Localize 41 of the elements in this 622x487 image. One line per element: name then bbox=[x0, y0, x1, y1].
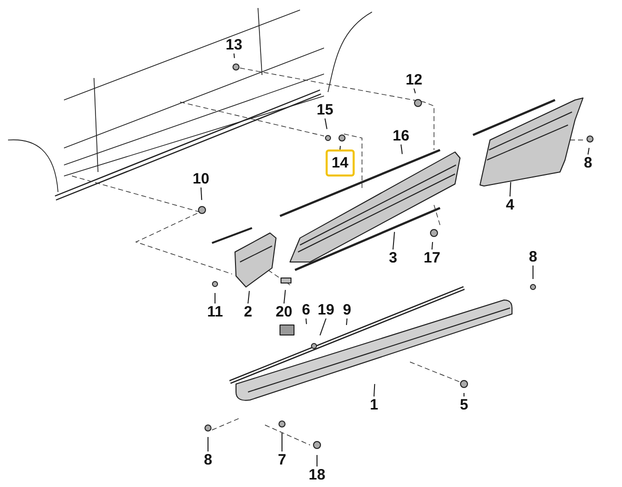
leader-line bbox=[414, 88, 416, 94]
leader-line bbox=[234, 53, 235, 59]
leader-line bbox=[346, 318, 348, 326]
leader-line bbox=[248, 290, 250, 304]
callout-number: 13 bbox=[224, 36, 244, 54]
leader-line bbox=[324, 118, 328, 130]
callout-number: 8 bbox=[528, 248, 538, 266]
highlighted-callout-number: 14 bbox=[326, 150, 354, 176]
leader-line bbox=[340, 145, 341, 150]
callout-number: 12 bbox=[404, 72, 424, 88]
callout-number: 8 bbox=[202, 452, 214, 468]
leader-line bbox=[374, 384, 376, 397]
leader-line bbox=[400, 144, 403, 155]
callout-number: 10 bbox=[192, 170, 210, 188]
callout-number: 18 bbox=[308, 466, 326, 484]
callout-number: 6 bbox=[300, 302, 312, 318]
leader-line bbox=[316, 454, 318, 467]
leader-line bbox=[510, 182, 512, 197]
callout-number: 9 bbox=[342, 302, 352, 318]
callout-number: 5 bbox=[458, 396, 470, 414]
leader-line bbox=[320, 318, 326, 336]
leader-line bbox=[532, 265, 534, 280]
leader-line bbox=[200, 187, 202, 200]
callout-number: 11 bbox=[206, 304, 224, 320]
callout-number: 20 bbox=[274, 304, 294, 320]
callout-number: 4 bbox=[504, 196, 516, 214]
callout-number: 15 bbox=[316, 102, 334, 118]
leader-line bbox=[306, 318, 307, 325]
callout-number: 1 bbox=[368, 396, 380, 414]
callout-number: 8 bbox=[582, 154, 594, 172]
leader-line bbox=[432, 241, 434, 250]
callout-number: 3 bbox=[388, 250, 398, 266]
leader-line bbox=[392, 231, 395, 250]
callout-number: 16 bbox=[392, 128, 410, 144]
callout-number: 17 bbox=[422, 250, 442, 266]
callout-number: 2 bbox=[242, 304, 254, 320]
leader-line bbox=[284, 289, 286, 304]
leader-line bbox=[214, 292, 216, 304]
callout-number: 7 bbox=[276, 452, 288, 468]
callout-number: 19 bbox=[316, 302, 336, 318]
leader-line bbox=[588, 147, 590, 155]
